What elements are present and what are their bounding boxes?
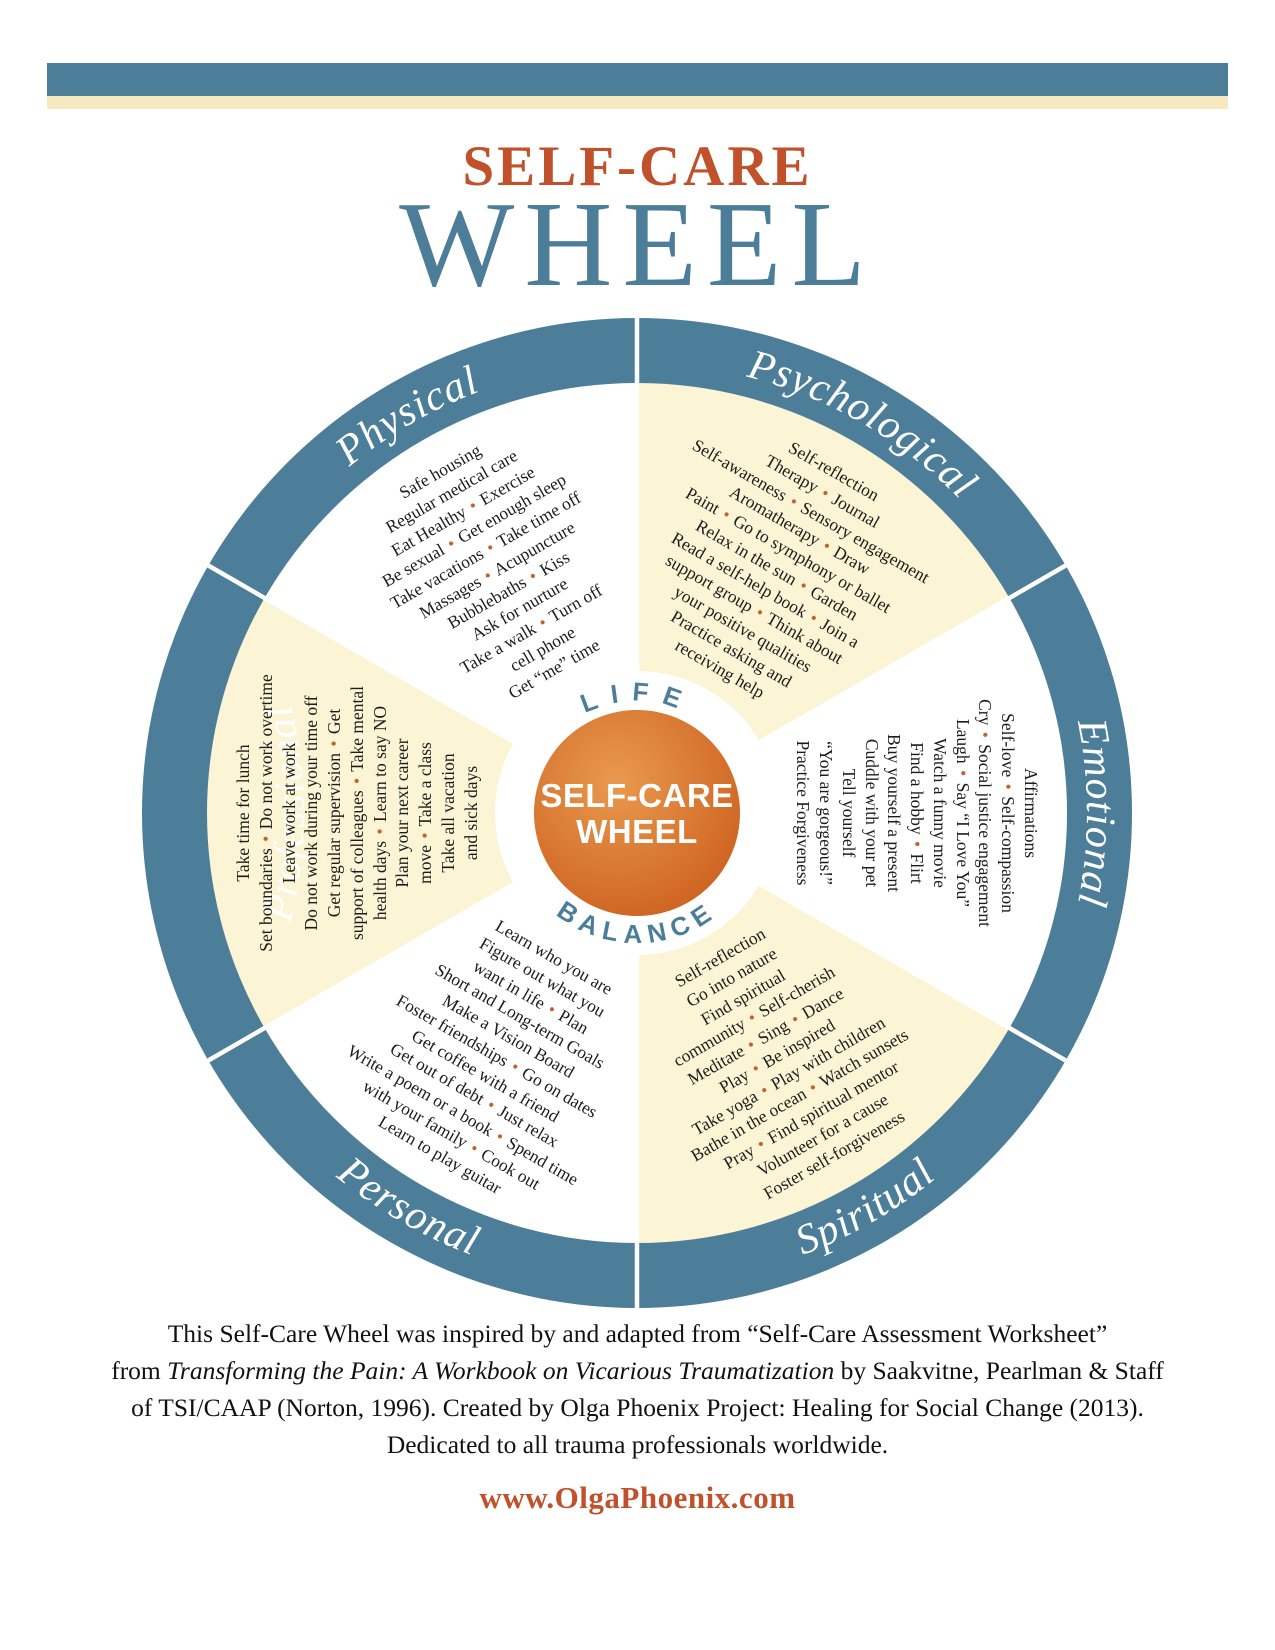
website-link[interactable]: www.OlgaPhoenix.com xyxy=(479,1479,796,1515)
sector-line: Buy yourself a present xyxy=(884,734,905,892)
bullet-separator: • xyxy=(255,835,276,842)
wheel-svg: Physical Psychological Emotional Spiritu… xyxy=(142,318,1132,1308)
center-orange-circle xyxy=(534,710,740,916)
bullet-separator: • xyxy=(323,740,344,747)
sector-line: Leave work at work xyxy=(278,742,299,884)
attribution-footer: This Self-Care Wheel was inspired by and… xyxy=(58,1316,1218,1521)
sector-line: Find a hobby • Flirt xyxy=(907,742,928,884)
poster-title-line1: SELF-CARE xyxy=(462,135,813,198)
bullet-separator: • xyxy=(443,533,459,554)
sector-line: Affirmations xyxy=(1021,767,1042,859)
bullet-separator: • xyxy=(346,777,367,784)
bullet-separator: • xyxy=(787,1008,803,1030)
bullet-separator: • xyxy=(464,494,481,516)
bullet-separator: • xyxy=(975,731,996,738)
bullet-separator: • xyxy=(414,832,435,839)
bullet-separator: • xyxy=(719,504,735,525)
bullet-separator: • xyxy=(907,841,928,848)
bullet-separator: • xyxy=(747,1057,764,1079)
sector-line: Watch a funny movie xyxy=(930,738,951,888)
sector-wedge-psychological xyxy=(637,383,1010,813)
bullet-separator: • xyxy=(544,998,560,1019)
sector-line: support of colleagues • Take mental xyxy=(346,686,367,941)
top-cream-stripe xyxy=(47,96,1228,109)
top-teal-bar xyxy=(47,63,1228,96)
attribution-line-2-suffix: by Saakvitne, Pearlman & Staff xyxy=(834,1355,1164,1385)
bullet-separator: • xyxy=(753,1133,769,1154)
poster-title-line2: WHEEL xyxy=(399,177,876,312)
sector-line: Do not work during your time off xyxy=(301,695,322,931)
sector-line: and sick days xyxy=(460,765,481,861)
attribution-line-1: This Self-Care Wheel was inspired by and… xyxy=(167,1319,1108,1348)
sector-line: move • Take a class xyxy=(414,742,435,884)
bullet-separator: • xyxy=(744,1007,760,1028)
attribution-line-3: of TSI/CAAP (Norton, 1996). Created by O… xyxy=(131,1392,1144,1422)
bullet-separator: • xyxy=(786,490,802,511)
bullet-separator: • xyxy=(482,537,498,558)
sector-wedge-personal xyxy=(264,813,637,1243)
bullet-separator: • xyxy=(752,602,768,623)
sector-line: Tell yourself xyxy=(839,768,860,858)
bullet-separator: • xyxy=(743,1034,759,1055)
sector-line: Cry • Social justice engagement xyxy=(975,699,996,927)
sector-wedge-professional xyxy=(206,598,637,1028)
sector-line: Self-love • Self-compassion xyxy=(998,713,1019,913)
bullet-separator: • xyxy=(806,607,822,628)
sector-line: Set boundaries • Do not work overtime xyxy=(255,674,276,952)
bullet-separator: • xyxy=(817,482,834,503)
attribution-line-2-prefix: from xyxy=(111,1355,168,1385)
sector-line: Cuddle with your pet xyxy=(861,738,882,888)
bullet-separator: • xyxy=(534,611,551,633)
bullet-separator: • xyxy=(524,565,541,586)
book-title: Transforming the Pain: A Workbook on Vic… xyxy=(167,1355,835,1385)
sector-wedge-spiritual xyxy=(637,813,1010,1243)
center-title-line2: WHEEL xyxy=(576,813,698,850)
bullet-separator: • xyxy=(952,770,973,777)
attribution-line-4: Dedicated to all trauma professionals wo… xyxy=(386,1429,889,1459)
bullet-separator: • xyxy=(998,783,1019,790)
bullet-separator: • xyxy=(479,564,496,586)
attribution-line-2: from Transforming the Pain: A Workbook o… xyxy=(58,1353,1218,1390)
sector-line: Plan your next career xyxy=(392,738,413,888)
bullet-separator: • xyxy=(483,1094,499,1115)
sector-wedge-emotional xyxy=(637,598,1068,1028)
center-title-line1: SELF-CARE xyxy=(540,777,733,814)
sector-line: Laugh • Say “I Love You” xyxy=(952,718,973,908)
self-care-wheel-diagram: Physical Psychological Emotional Spiritu… xyxy=(142,318,1132,1308)
sector-line: Take time for lunch xyxy=(232,744,253,882)
bullet-separator: • xyxy=(492,1126,508,1147)
bullet-separator: • xyxy=(819,535,835,557)
sector-line: health days • Learn to say NO xyxy=(369,705,390,921)
bullet-separator: • xyxy=(369,828,390,835)
bullet-separator: • xyxy=(466,1137,483,1158)
bullet-separator: • xyxy=(796,574,812,596)
bullet-separator: • xyxy=(805,1077,821,1098)
sector-wedge-physical xyxy=(264,383,637,813)
sector-line: Take all vacation xyxy=(437,753,458,873)
bullet-separator: • xyxy=(756,1079,772,1100)
bullet-separator: • xyxy=(507,1056,524,1077)
sector-line: Get regular supervision • Get xyxy=(323,708,344,918)
